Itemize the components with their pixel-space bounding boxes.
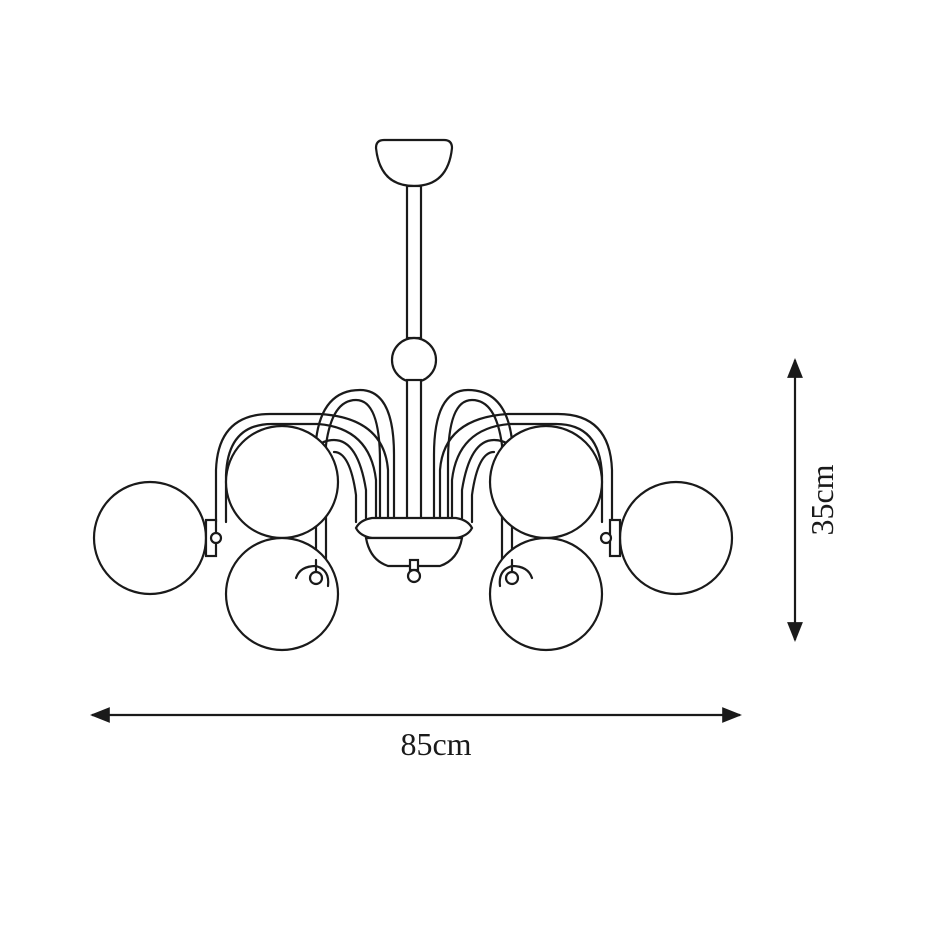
globes — [92, 424, 734, 652]
chandelier-illustration — [92, 138, 734, 652]
arms-right — [432, 388, 614, 562]
width-dimension: 85cm — [90, 707, 742, 762]
globe-lower-left — [224, 536, 340, 652]
globe-upper-right — [488, 424, 604, 540]
height-label: 35cm — [804, 464, 840, 535]
height-dimension: 35cm — [787, 358, 840, 642]
arms-left — [214, 388, 396, 562]
rod-sphere — [390, 336, 438, 384]
ceiling-canopy — [374, 138, 454, 188]
center-hub — [354, 516, 474, 584]
down-rod-upper — [405, 184, 423, 340]
down-rod-lower — [405, 378, 423, 524]
globe-upper-left — [224, 424, 340, 540]
globe-far-right — [618, 480, 734, 596]
width-label: 85cm — [400, 726, 471, 762]
globe-far-left — [92, 480, 208, 596]
globe-lower-right — [488, 536, 604, 652]
